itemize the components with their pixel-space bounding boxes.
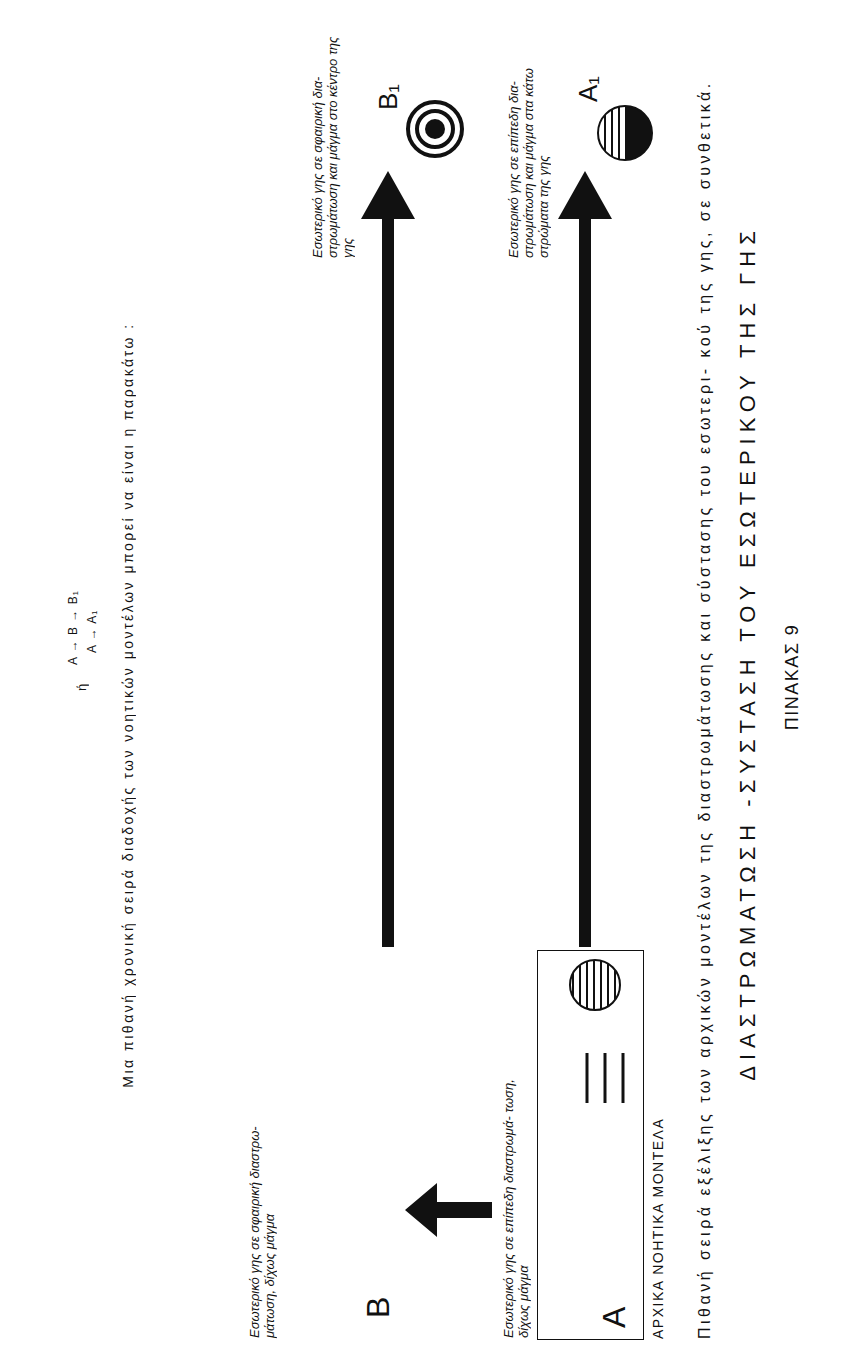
flat-layers-symbol [587, 1053, 623, 1103]
stripe [611, 103, 613, 163]
title: ΔΙΑΣΤΡΩΜΑΤΩΣΗ -ΣΥΣΤΑΣΗ ΤΟΥ ΕΣΩΤΕΡΙΚΟΥ ΤΗ… [734, 225, 762, 1080]
block-arrow [361, 171, 415, 947]
sequence-formula-holder: A → A₁ [85, 610, 100, 653]
concentric-earth [408, 102, 462, 156]
stripe [618, 103, 620, 163]
stripe [572, 957, 574, 1013]
sequence-formula: A → A₁ [85, 610, 100, 653]
box-outline [537, 950, 644, 1340]
model-caption-holder: Εσωτερικό γης σε σφαιρική δια- στρωμάτωσ… [310, 30, 355, 258]
stripe [600, 957, 602, 1013]
model-letter-holder: A₁ [574, 76, 603, 102]
layer-line [586, 1053, 589, 1103]
stripe [604, 103, 606, 163]
title-holder: ΔΙΑΣΤΡΩΜΑΤΩΣΗ -ΣΥΣΤΑΣΗ ΤΟΥ ΕΣΩΤΕΡΙΚΟΥ ΤΗ… [734, 225, 762, 1080]
earth-circle [598, 106, 652, 160]
model-letter: A [597, 1307, 632, 1328]
model-letter: B₁ [374, 84, 403, 110]
model-letter: B [361, 1297, 396, 1318]
section-heading: ΑΡΧΙΚΑ ΝΟΗΤΙΚΑ ΜΟΝΤΕΛΑ [650, 1118, 668, 1339]
stripe [593, 957, 595, 1013]
model-caption: Εσωτερικό γης σε επίπεδη διαστρωμά- τωση… [501, 1076, 531, 1338]
layer-line [604, 1053, 607, 1103]
model-node: A₁Εσωτερικό γης σε επίπεδη δια- στρωμάτω… [568, 28, 655, 168]
magma-core [425, 119, 445, 139]
model-letter: A₁ [574, 76, 603, 102]
model-caption-holder: Εσωτερικό γης σε επίπεδη διαστρωμά- τωση… [501, 1076, 531, 1338]
footnote: Μια πιθανή χρονική σειρά διαδοχής των νο… [120, 322, 138, 1087]
model-node: B Εσωτερικό γης σε σφαιρική διαστρω- μάτω… [241, 950, 402, 1340]
stripe [586, 957, 588, 1013]
stripe [607, 957, 609, 1013]
block-arrow [558, 171, 612, 947]
conjunction-holder: ή [74, 684, 90, 691]
subtitle-holder: Πιθανή σειρά εξέλιξης των αρχικών μοντέλ… [694, 39, 715, 1339]
model-caption: Εσωτερικό γης σε σφαιρική διαστρω- μάτωσ… [247, 1076, 277, 1338]
outer-ring [408, 102, 462, 156]
model-caption-holder: Εσωτερικό γης σε επίπεδη δια- στρωμάτωση… [506, 30, 551, 258]
sequence-formula-holder: A → B → B₁ [66, 590, 81, 665]
magma-layer-earth [598, 101, 655, 163]
section-heading-holder: ΑΡΧΙΚΑ ΝΟΗΤΙΚΑ ΜΟΝΤΕΛΑ [650, 1118, 668, 1339]
table-number: ΠΙΝΑΚΑΣ 9 [781, 624, 804, 731]
subtitle: Πιθανή σειρά εξέλιξης των αρχικών μοντέλ… [694, 39, 715, 1339]
footnote-holder: Μια πιθανή χρονική σειρά διαδοχής των νο… [120, 322, 138, 1087]
model-caption-holder: Εσωτερικό γης σε σφαιρική διαστρω- μάτωσ… [247, 1076, 277, 1338]
inner-ring [417, 111, 453, 147]
earth-circle [570, 960, 620, 1010]
block-arrow [405, 1183, 492, 1237]
model-caption: Εσωτερικό γης σε επίπεδη δια- στρωμάτωση… [506, 30, 551, 258]
sequence-formula: A → B → B₁ [66, 590, 81, 665]
model-node: B₁Εσωτερικό γης σε σφαιρική δια- στρωμάτ… [368, 28, 467, 168]
layer-line [622, 1053, 625, 1103]
model-letter-holder: B [361, 1297, 396, 1318]
model-letter-holder: B₁ [374, 84, 403, 110]
model-letter-holder: A [597, 1307, 632, 1328]
conjunction: ή [74, 684, 90, 691]
table-number-holder: ΠΙΝΑΚΑΣ 9 [781, 624, 804, 731]
model-box: A Εσωτερικό γης σε επίπεδη διαστρωμά- τωσ… [495, 950, 644, 1340]
stripe [614, 957, 616, 1013]
model-caption: Εσωτερικό γης σε σφαιρική δια- στρωμάτωσ… [310, 30, 355, 258]
